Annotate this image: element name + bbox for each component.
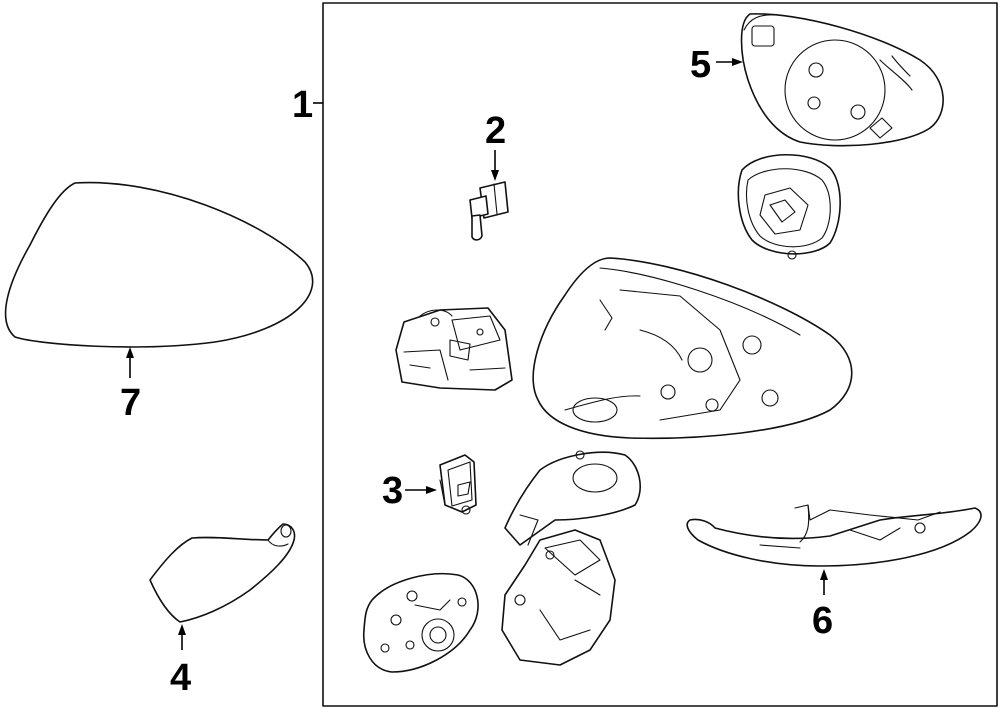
callout-4-arrow xyxy=(178,624,186,650)
callout-5-label: 5 xyxy=(690,44,711,86)
part-lower-frame xyxy=(504,450,641,546)
part-mirror-housing xyxy=(532,257,853,440)
part-motor-round xyxy=(737,153,841,260)
part-5-mirror-glass xyxy=(740,13,944,147)
part-7-mirror-glass xyxy=(4,181,314,348)
assembly-box xyxy=(322,2,998,707)
callout-3-arrow xyxy=(405,486,437,494)
callout-6-label: 6 xyxy=(812,600,833,642)
callout-7-arrow xyxy=(126,347,134,378)
callout-3-label: 3 xyxy=(382,470,403,512)
callout-5-arrow xyxy=(716,58,743,66)
callout-1-label: 1 xyxy=(292,84,313,126)
callout-6-arrow xyxy=(820,569,828,595)
part-2-connector xyxy=(469,181,509,241)
part-4-cover xyxy=(149,523,296,623)
callout-2-arrow xyxy=(491,150,499,181)
callout-2-label: 2 xyxy=(485,110,506,152)
part-base-plate xyxy=(363,572,479,673)
part-3-clip xyxy=(439,454,477,515)
part-motor-bracket xyxy=(395,307,513,391)
callout-7-label: 7 xyxy=(120,382,141,424)
part-6-lower-cover xyxy=(686,504,982,567)
callout-4-label: 4 xyxy=(170,657,191,699)
part-lower-bracket xyxy=(501,529,616,666)
